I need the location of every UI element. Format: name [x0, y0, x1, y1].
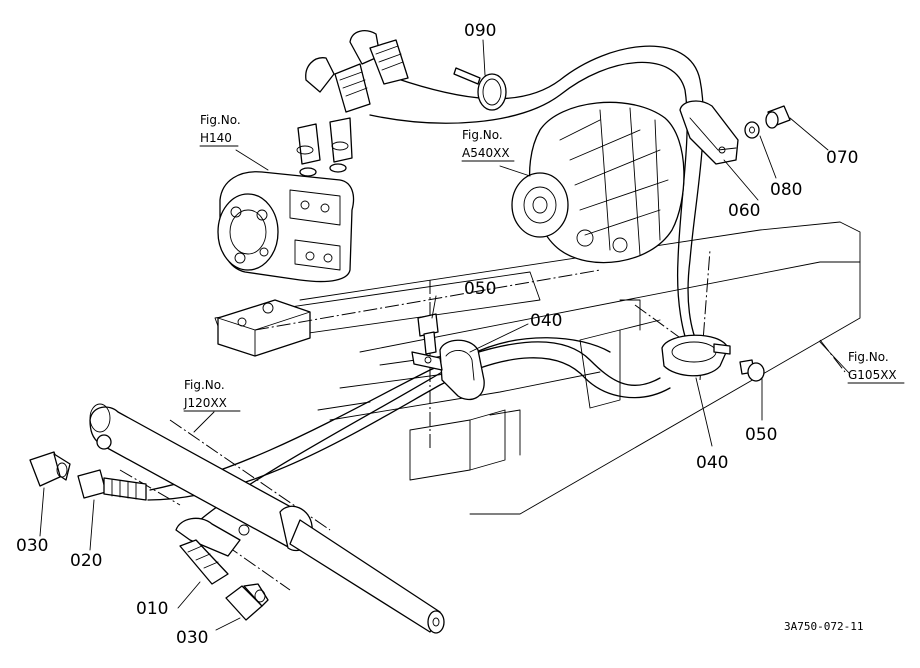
bolt-050-top — [417, 313, 439, 355]
elbow-fitting-030-left — [29, 451, 71, 487]
hose-clamp-040-right — [661, 334, 731, 377]
hydraulic-cylinder — [89, 403, 445, 634]
bolt-050-right — [739, 359, 765, 382]
figure-ref-code: G105XX — [848, 368, 897, 382]
part-number-050-top[interactable]: 050 — [464, 279, 496, 299]
figure-ref-a540[interactable]: Fig.No. A540XX — [461, 128, 515, 162]
part-number-040-top[interactable]: 040 — [530, 311, 562, 331]
part-number-080[interactable]: 080 — [770, 180, 802, 200]
frame-assembly — [214, 221, 861, 515]
figure-ref-caption: Fig.No. — [462, 128, 503, 142]
figure-ref-caption: Fig.No. — [200, 113, 241, 127]
part-number-040-bottom[interactable]: 040 — [696, 453, 728, 473]
part-number-060[interactable]: 060 — [728, 201, 760, 221]
figure-ref-caption: Fig.No. — [848, 350, 889, 364]
figure-ref-h140[interactable]: Fig.No. H140 — [199, 113, 241, 147]
hose-clamp-090 — [453, 67, 507, 111]
hose-clamp-040-top — [411, 339, 485, 401]
figure-ref-code: J120XX — [183, 396, 227, 410]
figure-ref-j120[interactable]: Fig.No. J120XX — [183, 378, 241, 412]
hose-fitting-020 — [77, 469, 147, 501]
figure-ref-code: A540XX — [462, 146, 510, 160]
elbow-fitting-030-bottom — [225, 583, 269, 621]
figure-ref-caption: Fig.No. — [184, 378, 225, 392]
alternator — [511, 101, 685, 264]
leader-lines — [39, 39, 851, 631]
figure-ref-code: H140 — [200, 131, 232, 145]
bolt-070 — [765, 105, 791, 129]
part-number-020[interactable]: 020 — [70, 551, 102, 571]
part-number-090[interactable]: 090 — [464, 21, 496, 41]
part-number-050-right[interactable]: 050 — [745, 425, 777, 445]
drawing-code: 3A750-072-11 — [784, 620, 863, 633]
part-number-070[interactable]: 070 — [826, 148, 858, 168]
part-number-010[interactable]: 010 — [136, 599, 168, 619]
hose-bracket-060 — [679, 100, 739, 165]
part-number-030-bottom[interactable]: 030 — [176, 628, 208, 648]
hydraulic-pump — [217, 30, 409, 283]
part-number-030-left[interactable]: 030 — [16, 536, 48, 556]
figure-ref-g105[interactable]: Fig.No. G105XX — [847, 350, 905, 384]
adapter-fitting-010 — [179, 539, 229, 585]
washer-080 — [744, 121, 760, 139]
hydraulic-hose-long — [369, 45, 704, 356]
